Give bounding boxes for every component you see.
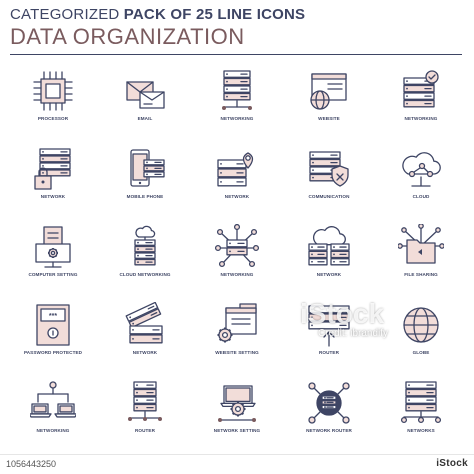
icon-cell: NETWORKING	[8, 378, 98, 454]
icon-label: NETWORK	[40, 194, 66, 199]
footer-logo: iStock	[436, 458, 468, 469]
icon-cell: WEBSITE SETTING	[192, 300, 282, 376]
processor-icon	[33, 71, 73, 111]
router-upload-icon	[308, 305, 350, 347]
icon-label: COMMUNICATION	[308, 194, 350, 199]
icon-label: CLOUD	[412, 194, 430, 199]
icon-cell: ROUTER	[100, 378, 190, 454]
router-stack-icon	[128, 381, 162, 421]
icon-cell: NETWORKING	[376, 66, 466, 142]
header-divider	[10, 54, 462, 55]
server-location-icon	[217, 152, 254, 187]
icon-cell: NETWORK	[8, 144, 98, 220]
icon-cell: ROUTER	[284, 300, 374, 376]
cloud-share-icon	[402, 152, 441, 187]
server-lock-icon	[34, 148, 71, 190]
icon-cell: COMMUNICATION	[284, 144, 374, 220]
icon-cell: COMPUTER SETTING	[8, 222, 98, 298]
icon-cell: NETWORKING	[192, 66, 282, 142]
icon-label: NETWORK	[224, 194, 250, 199]
icon-cell: GLOBE	[376, 300, 466, 376]
icon-label: CLOUD NETWORKING	[119, 272, 171, 277]
icon-cell: WEBSITE	[284, 66, 374, 142]
globe-icon	[403, 307, 439, 343]
icon-label: NETWORK ROUTER	[306, 428, 352, 433]
icon-label: PASSWORD PROTECTED	[23, 350, 83, 355]
window-gear-icon	[217, 303, 257, 343]
mobile-server-icon	[130, 149, 165, 187]
icon-cell: NETWORKING	[192, 222, 282, 298]
website-globe-icon	[310, 73, 347, 110]
icon-cell: NETWORK	[192, 144, 282, 220]
icon-label: NETWORKING	[36, 428, 70, 433]
icon-cell: NETWORKS	[376, 378, 466, 454]
header-title-line: CATEGORIZED PACK OF 25 LINE ICONS	[10, 6, 470, 23]
network-servers-icon	[400, 381, 442, 424]
laptop-setting-icon	[218, 385, 256, 422]
image-id: 1056443250	[6, 459, 57, 469]
server-shield-icon	[309, 151, 349, 187]
icon-label: EMAIL	[137, 116, 153, 121]
icon-cell: CLOUD	[376, 144, 466, 220]
footer-bar: 1056443250 iStock	[0, 454, 474, 474]
icon-cell: CLOUD NETWORKING	[100, 222, 190, 298]
icon-label: ROUTER	[135, 428, 155, 433]
header-bold-title: PACK OF 25 LINE ICONS	[123, 6, 306, 23]
icon-label: GLOBE	[412, 350, 430, 355]
icon-cell: FILE SHARING	[376, 222, 466, 298]
icon-label: ROUTER	[319, 350, 339, 355]
icon-grid: PROCESSOR EMAIL NETWORKING WEBSITE NETWORKIN…	[8, 66, 466, 448]
icon-label: NETWORK SETTING	[213, 428, 261, 433]
icon-label: WEBSITE	[318, 116, 340, 121]
page-title: DATA ORGANIZATION	[10, 24, 245, 49]
icon-cell: *** PASSWORD PROTECTED	[8, 300, 98, 376]
icon-label: MOBILE PHONE	[126, 194, 164, 199]
icon-label: NETWORKING	[220, 272, 254, 277]
cloud-networking-icon	[134, 225, 156, 266]
email-icon	[126, 81, 165, 109]
icon-label: NETWORKING	[220, 116, 254, 121]
server-check-icon	[403, 70, 439, 108]
laptops-network-icon	[30, 381, 76, 418]
password-box-icon: ***	[36, 304, 70, 346]
icon-label: NETWORK	[132, 350, 158, 355]
router-hub-icon	[308, 382, 350, 424]
icon-cell: NETWORK	[100, 300, 190, 376]
hub-server-icon	[214, 224, 260, 268]
icon-cell: MOBILE PHONE	[100, 144, 190, 220]
svg-text:***: ***	[49, 313, 57, 320]
icon-label: COMPUTER SETTING	[28, 272, 78, 277]
icon-cell: NETWORK ROUTER	[284, 378, 374, 454]
folder-share-icon	[398, 224, 444, 264]
icon-cell: EMAIL	[100, 66, 190, 142]
icon-label: NETWORK	[316, 272, 342, 277]
header-prefix: CATEGORIZED	[10, 6, 124, 23]
computer-setting-icon	[35, 226, 71, 268]
icon-label: WEBSITE SETTING	[215, 350, 259, 355]
header: CATEGORIZED PACK OF 25 LINE ICONS DATA O…	[10, 6, 470, 50]
server-stack-icon	[222, 70, 252, 110]
icon-label: NETWORKING	[404, 116, 438, 121]
icon-cell: NETWORK SETTING	[192, 378, 282, 454]
icon-cell: PROCESSOR	[8, 66, 98, 142]
icon-cell: NETWORK	[284, 222, 374, 298]
icon-label: FILE SHARING	[404, 272, 438, 277]
icon-label: PROCESSOR	[37, 116, 69, 121]
cloud-servers-icon	[308, 226, 350, 266]
server-cable-icon	[125, 302, 163, 344]
icon-label: NETWORKS	[407, 428, 435, 433]
